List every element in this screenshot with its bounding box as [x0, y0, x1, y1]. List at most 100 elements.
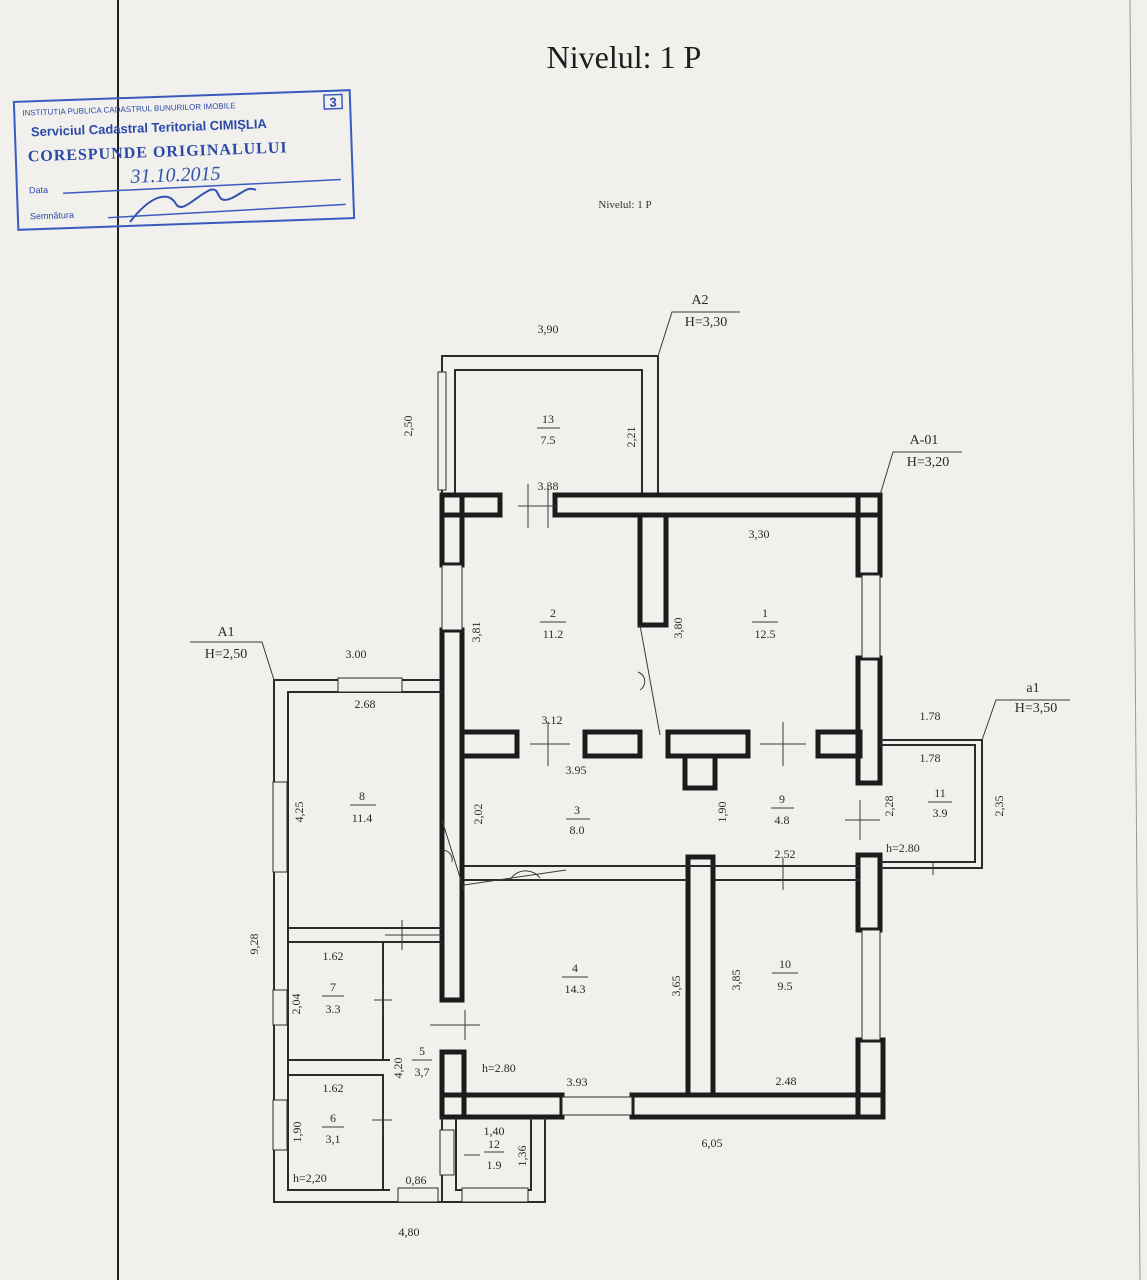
dim-label: 1.62 [323, 1081, 344, 1095]
block-leaders [190, 311, 1070, 741]
block-a01-name: A-01 [910, 433, 939, 448]
room-6-number: 6 [330, 1111, 336, 1125]
room-5-number: 5 [419, 1044, 425, 1058]
room-5-area: 3,7 [415, 1065, 430, 1079]
stamp-date-value: 31.10.2015 [129, 163, 221, 188]
dim-label: 3,90 [538, 322, 559, 336]
room-9-number: 9 [779, 792, 785, 806]
dim-label: 3,81 [469, 622, 483, 643]
dim-label: 2.52 [775, 847, 796, 861]
stamp-institution: INSTITUTIA PUBLICA CADASTRUL BUNURILOR I… [22, 101, 236, 117]
dim-label: 4,80 [399, 1225, 420, 1239]
room-3: 3 8.0 [566, 803, 590, 837]
dim-label: 2,28 [882, 796, 896, 817]
dim-label: 3,65 [669, 976, 683, 997]
dim-label: 3.12 [542, 713, 563, 727]
dim-label: 1,90 [290, 1122, 304, 1143]
block-a1-name: A1 [217, 625, 234, 640]
page-title: Nivelul: 1 P [547, 39, 702, 75]
room-2-number: 2 [550, 606, 556, 620]
dim-label: 2,02 [471, 804, 485, 825]
room-12-area: 1.9 [487, 1158, 502, 1172]
stamp-service: Serviciul Cadastral Teritorial CIMIȘLIA [31, 116, 268, 139]
room-2: 2 11.2 [540, 606, 566, 641]
height-label: h=2,20 [293, 1171, 327, 1185]
dim-label: 1.62 [323, 949, 344, 963]
signature-scribble [129, 187, 257, 223]
certification-stamp: INSTITUTIA PUBLICA CADASTRUL BUNURILOR I… [12, 89, 356, 231]
room-11-area: 3.9 [933, 806, 948, 820]
stamp-signature-label: Semnătura [30, 210, 74, 222]
dim-label: 2.68 [355, 697, 376, 711]
room-10-area: 9.5 [778, 979, 793, 993]
plan-subtitle: Nivelul: 1 P [598, 199, 651, 211]
dim-label: 4,25 [292, 802, 306, 823]
room-1: 1 12.5 [752, 606, 778, 641]
block-labels: A2 H=3,30 A-01 H=3,20 A1 H=2,50 a1 H=3,5… [205, 293, 1058, 716]
block-a2-name: A2 [691, 293, 708, 308]
room-7-number: 7 [330, 980, 336, 994]
room-3-area: 8.0 [570, 823, 585, 837]
room-labels: 1 12.5 2 11.2 3 8.0 4 14.3 5 3,7 6 3,1 [322, 412, 952, 1172]
room-8-area: 11.4 [352, 811, 373, 825]
dim-label: 1.78 [920, 751, 941, 765]
dim-label: 2,35 [992, 796, 1006, 817]
dim-label: 4,20 [391, 1058, 405, 1079]
room-12-number: 12 [488, 1137, 500, 1151]
windows [272, 371, 881, 1203]
doors [372, 484, 934, 1156]
room-4-number: 4 [572, 961, 578, 975]
block-a2-height: H=3,30 [685, 315, 728, 330]
dim-label: 3.95 [566, 763, 587, 777]
block-a1-lower-height: H=3,50 [1015, 701, 1058, 716]
dim-label: 6,05 [702, 1136, 723, 1150]
room-7-area: 3.3 [326, 1002, 341, 1016]
room-1-number: 1 [762, 606, 768, 620]
height-labels: h=2.80 h=2.80 h=2,20 [293, 841, 920, 1185]
dim-label: 0,86 [406, 1173, 427, 1187]
room-10: 10 9.5 [772, 957, 798, 993]
room-3-number: 3 [574, 803, 580, 817]
block-a01-height: H=3,20 [907, 455, 950, 470]
dim-label: 1.78 [920, 709, 941, 723]
room-5: 5 3,7 [412, 1044, 432, 1079]
room-13-number: 13 [542, 412, 554, 426]
page-border-right [1129, 0, 1141, 1280]
room-11: 11 3.9 [928, 786, 952, 820]
dim-label: 3,85 [729, 970, 743, 991]
interior-walls [459, 512, 863, 1098]
dim-label: 3.38 [538, 479, 559, 493]
dim-label: 3,30 [749, 527, 770, 541]
room-2-area: 11.2 [543, 627, 564, 641]
room-10-number: 10 [779, 957, 791, 971]
room-6: 6 3,1 [322, 1111, 344, 1146]
room-4-area: 14.3 [565, 982, 586, 996]
room-7: 7 3.3 [322, 980, 344, 1016]
room-9-area: 4.8 [775, 813, 790, 827]
room-8: 8 11.4 [350, 789, 376, 825]
height-label: h=2.80 [886, 841, 920, 855]
stamp-number: 3 [329, 95, 337, 110]
room-13: 13 7.5 [537, 412, 560, 447]
dim-label: 1,36 [515, 1146, 529, 1167]
room-6-area: 3,1 [326, 1132, 341, 1146]
dim-label: 3.93 [567, 1075, 588, 1089]
block-a1-height: H=2,50 [205, 647, 248, 662]
room-9: 9 4.8 [771, 792, 794, 827]
room-11-number: 11 [934, 786, 946, 800]
room-12: 12 1.9 [484, 1137, 504, 1172]
dim-label: 1,40 [484, 1124, 505, 1138]
dimension-labels: 3,90 2,50 2,21 3.38 3,30 3,81 3,80 3.00 … [247, 322, 1006, 1239]
dim-label: 2,04 [289, 994, 303, 1015]
dim-label: 2,21 [624, 427, 638, 448]
dim-label: 3,80 [671, 618, 685, 639]
height-label: h=2.80 [482, 1061, 516, 1075]
block-a1-lower-name: a1 [1026, 681, 1039, 696]
stamp-date-label: Data [29, 185, 48, 196]
room-8-number: 8 [359, 789, 365, 803]
room-1-area: 12.5 [755, 627, 776, 641]
room-4: 4 14.3 [562, 961, 588, 996]
room-13-area: 7.5 [541, 433, 556, 447]
